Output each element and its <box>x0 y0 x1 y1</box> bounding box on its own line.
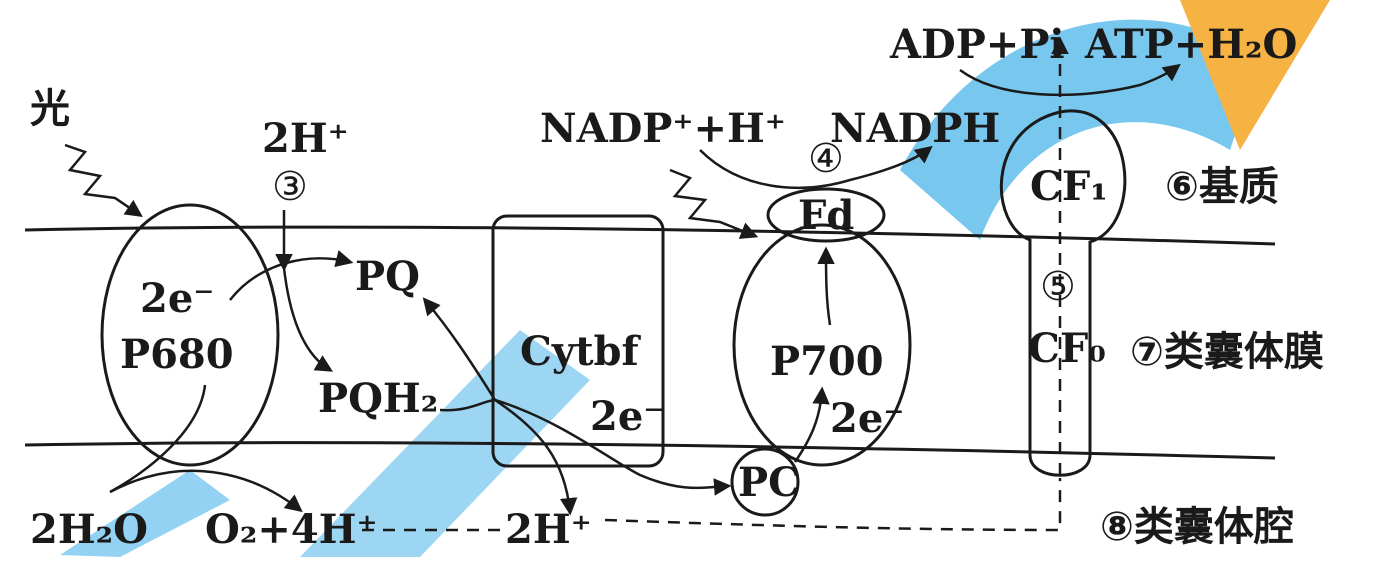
water-to-o2-arrow <box>109 469 303 513</box>
fd-complex <box>766 187 886 243</box>
pqh2-to-cytbf-line <box>439 398 496 412</box>
proton-top-label: 2H⁺ <box>262 115 349 162</box>
light-label: 光 <box>30 86 70 132</box>
atp-label: ATP+H₂O <box>1084 21 1297 68</box>
oxygen-label: O₂+4H⁺ <box>205 506 378 553</box>
cytbf-to-pq-arrow <box>422 297 497 401</box>
cytbf-to-pc-arrow <box>494 398 732 496</box>
nadph-label: NADPH <box>830 105 1000 152</box>
pqh2-label: PQH₂ <box>318 375 438 422</box>
circle-5-label: ⑤ <box>1040 264 1076 310</box>
light-wave-arrow-2 <box>669 168 759 239</box>
membrane-top-line <box>24 225 1276 246</box>
water-label: 2H₂O <box>30 506 148 553</box>
adp-label: ADP+Pi <box>889 21 1065 68</box>
lumen-proton-label: 2H⁺ <box>505 506 592 553</box>
cytbf-complex <box>491 214 665 468</box>
nadp-label: NADP⁺+H⁺ <box>540 105 786 152</box>
pc-complex <box>730 447 800 517</box>
p680-complex <box>100 203 280 467</box>
membrane-bottom-line <box>24 441 1276 460</box>
cytbf-to-proton-arrow <box>494 398 578 516</box>
circle-4-label: ④ <box>808 136 844 182</box>
light-wave-arrow-1 <box>64 143 143 217</box>
p700-label: P700 <box>770 338 884 385</box>
stroma-label: ⑥基质 <box>1165 164 1279 210</box>
cf0-label: CF₀ <box>1028 325 1106 372</box>
p700-electrons-label: 2e⁻ <box>830 395 904 442</box>
p680-label: P680 <box>120 331 234 378</box>
pq-reduction-arrow <box>282 267 333 372</box>
lumen-label: ⑧类囊体腔 <box>1100 504 1294 550</box>
atp-synthase: CF₁ ⑤ CF₀ <box>999 109 1127 477</box>
membrane-label: ⑦类囊体膜 <box>1130 329 1324 375</box>
circle-3-label: ③ <box>272 164 308 210</box>
cytbf-electrons-label: 2e⁻ <box>590 393 664 440</box>
atp-synthesis-arrow <box>959 63 1181 97</box>
cytbf-label: Cytbf <box>520 328 642 375</box>
cf1-label: CF₁ <box>1030 163 1108 210</box>
watermark-blue-stroke-1 <box>60 470 230 557</box>
nadp-reduction-arrow <box>699 145 933 189</box>
thylakoid-membrane <box>24 225 1276 460</box>
pc-label: PC <box>738 459 800 506</box>
watermark-orange-wedge <box>1180 0 1330 150</box>
p680-electrons-label: 2e⁻ <box>140 275 214 322</box>
fd-label: Fd <box>798 192 854 239</box>
atp-synthase-outline <box>999 109 1127 477</box>
lumen-dashed-line-2 <box>604 478 1062 532</box>
p700-to-fd-arrow <box>817 246 835 326</box>
p700-complex <box>732 223 912 467</box>
water-split-arrow <box>109 384 207 494</box>
pc-to-p700-arrow <box>793 386 830 463</box>
pq-label: PQ <box>355 253 420 300</box>
p680-to-pq-arrow <box>229 250 354 301</box>
watermark <box>60 0 1330 557</box>
